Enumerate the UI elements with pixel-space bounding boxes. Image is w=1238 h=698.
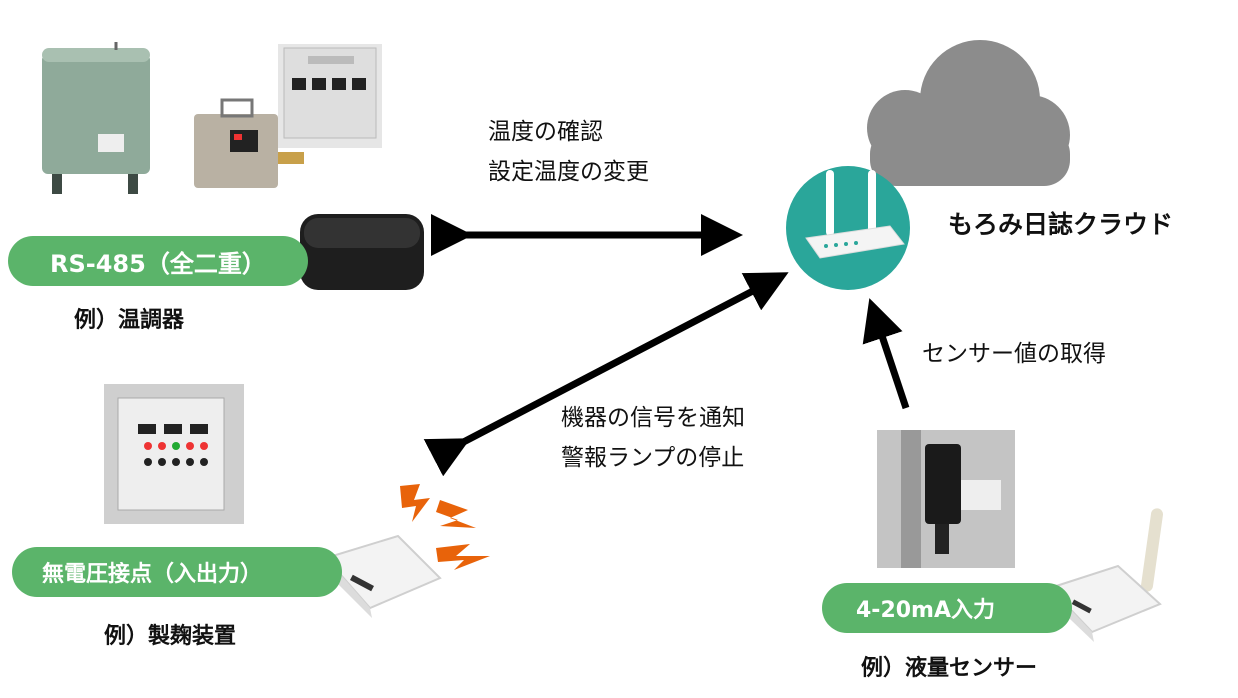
analog-example: 例）液量センサー: [861, 656, 1038, 681]
analog-note: センサー値の取得: [922, 334, 1106, 374]
tank-photo: [28, 38, 188, 198]
alert-icon: [400, 484, 490, 570]
contact-pill: 無電圧接点（入出力）: [12, 547, 342, 597]
rs485-device-icon: [300, 214, 424, 290]
contact-note-line2: 警報ランプの停止: [561, 445, 745, 471]
cloud-icon: [867, 40, 1070, 186]
rs485-pill: RS-485（全二重）: [8, 236, 308, 286]
control-panel-photo: [278, 44, 382, 148]
contact-note: 機器の信号を通知 警報ランプの停止: [561, 398, 745, 478]
cloud-title: もろみ日誌クラウド: [948, 210, 1174, 239]
switch-panel-photo: [104, 384, 244, 524]
rs485-example: 例）温調器: [74, 308, 185, 333]
arrow-contact: [423, 272, 789, 477]
rs485-note: 温度の確認 設定温度の変更: [488, 112, 649, 192]
rs485-note-line1: 温度の確認: [488, 119, 603, 145]
heater-photo: [186, 96, 306, 196]
contact-example: 例）製麹装置: [104, 624, 237, 649]
rs485-note-line2: 設定温度の変更: [488, 159, 649, 185]
router-icon: [786, 166, 910, 290]
analog-pill: 4-20mA入力: [822, 583, 1072, 633]
level-sensor-photo: [877, 430, 1015, 568]
analog-note-line1: センサー値の取得: [922, 341, 1106, 367]
arrow-analog: [862, 298, 910, 410]
contact-note-line1: 機器の信号を通知: [561, 405, 745, 431]
